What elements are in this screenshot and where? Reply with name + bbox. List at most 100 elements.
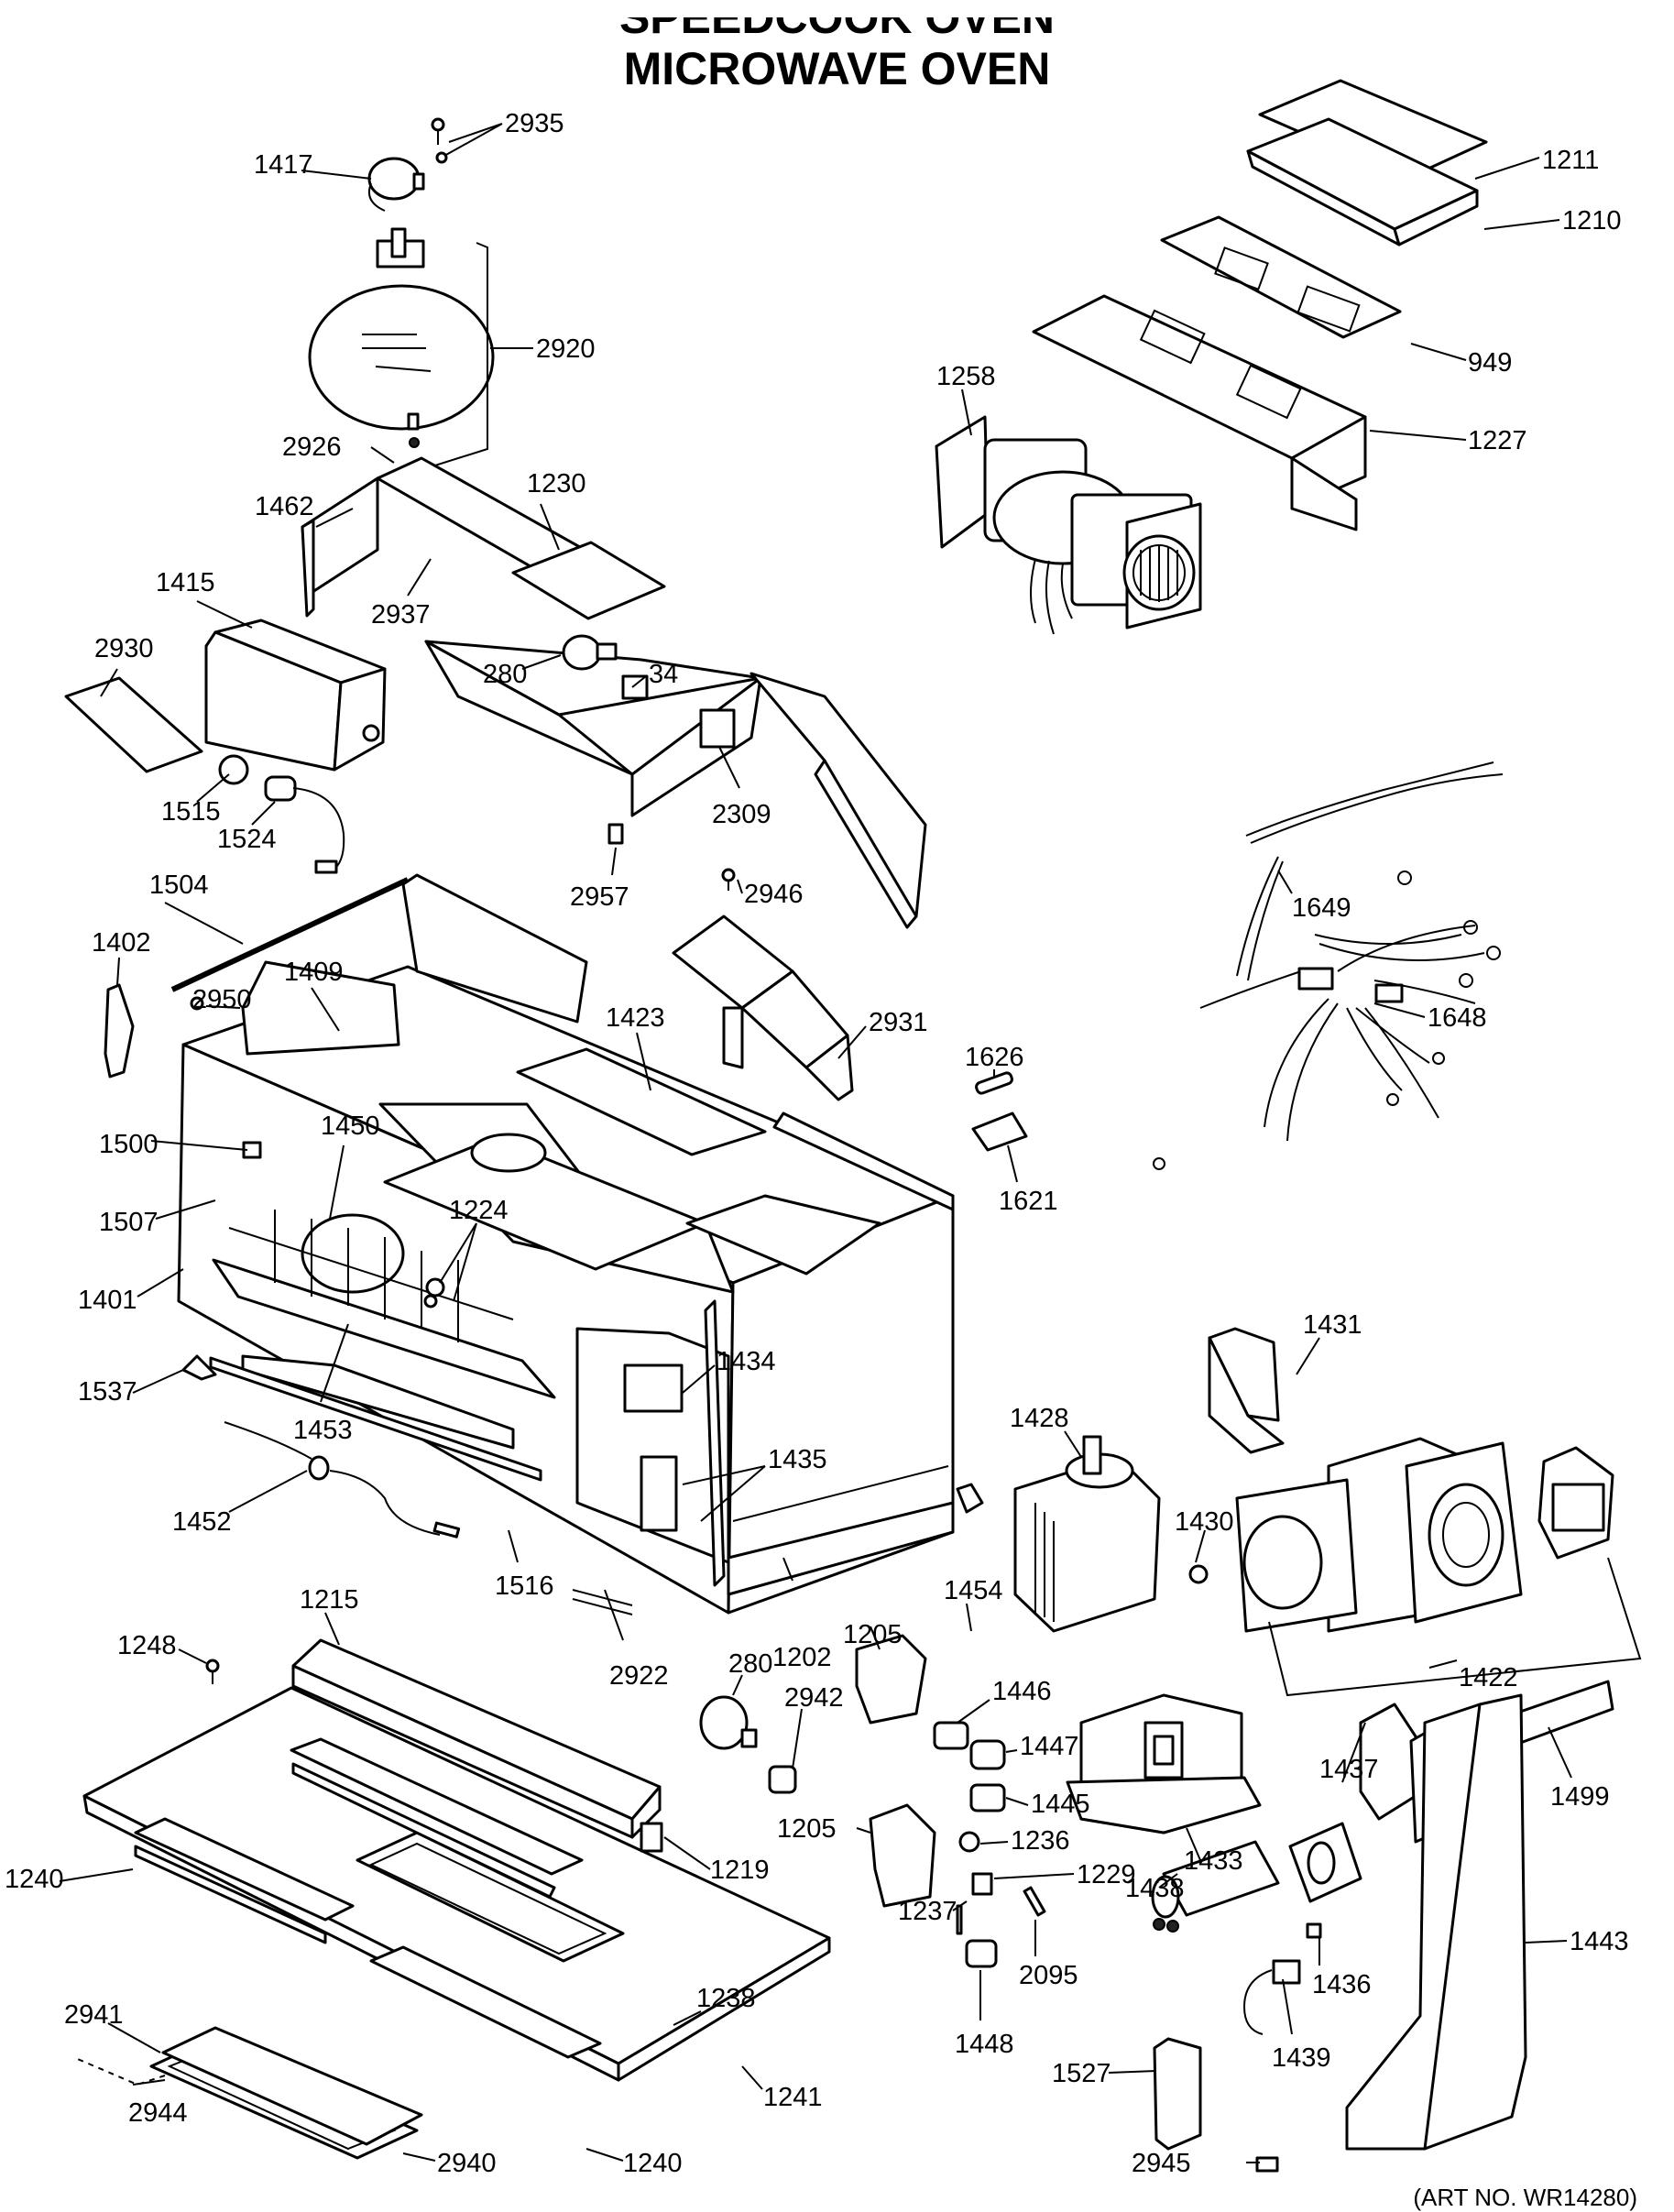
diagram-title: SPEEDCOOK OVEN MICROWAVE OVEN bbox=[0, 0, 1674, 92]
oven-cavity bbox=[177, 873, 955, 1615]
part-label: 2944 bbox=[128, 2098, 188, 2128]
lamp-housing bbox=[64, 619, 387, 874]
part-label: 1237 bbox=[898, 1897, 957, 1926]
part-label: 1415 bbox=[156, 568, 215, 597]
part-label: 2920 bbox=[536, 334, 596, 364]
part-label: 1438 bbox=[1125, 1874, 1185, 1903]
part-label: 1448 bbox=[955, 2030, 1014, 2059]
part-label: 1431 bbox=[1303, 1310, 1362, 1340]
part-label: 1626 bbox=[965, 1043, 1024, 1072]
part-label: 1422 bbox=[1459, 1663, 1518, 1692]
part-label: 1230 bbox=[527, 469, 586, 498]
part-label: 1211 bbox=[1542, 146, 1599, 175]
part-label: 2937 bbox=[371, 600, 431, 630]
bottom-plate bbox=[82, 1686, 831, 2082]
part-label: 1445 bbox=[1031, 1790, 1090, 1819]
part-label: 1224 bbox=[449, 1196, 509, 1225]
part-label: 1240 bbox=[5, 1865, 64, 1894]
part-label: 1417 bbox=[254, 150, 313, 180]
vent-frame-1215 bbox=[291, 1638, 662, 1839]
part-label: 1537 bbox=[78, 1377, 137, 1407]
part-label: 2945 bbox=[1132, 2149, 1191, 2178]
blower-fan-assembly bbox=[1208, 1327, 1642, 1697]
part-label: 1437 bbox=[1319, 1755, 1379, 1784]
part-label: 2950 bbox=[192, 985, 252, 1014]
part-label: 1450 bbox=[321, 1111, 380, 1141]
capacitor-and-diode bbox=[1151, 1693, 1527, 2173]
part-label: 2926 bbox=[282, 433, 342, 462]
part-label: 1452 bbox=[172, 1507, 232, 1537]
title-line-2: MICROWAVE OVEN bbox=[623, 43, 1051, 94]
grease-filter bbox=[149, 2026, 423, 2160]
part-label: 1499 bbox=[1550, 1782, 1610, 1812]
part-label: 1240 bbox=[623, 2149, 683, 2178]
part-label: 949 bbox=[1468, 348, 1512, 378]
left-small-parts bbox=[104, 877, 633, 1615]
magnetron bbox=[1013, 1435, 1209, 1633]
part-label: 1527 bbox=[1052, 2059, 1111, 2088]
part-label: 1500 bbox=[99, 1130, 159, 1159]
part-label: 1409 bbox=[284, 958, 344, 987]
part-label: 1649 bbox=[1292, 893, 1351, 923]
wire-harness bbox=[1153, 761, 1504, 1170]
part-label: 2935 bbox=[505, 109, 564, 138]
turntable-motor-group bbox=[308, 117, 495, 470]
part-label: 1507 bbox=[99, 1208, 159, 1237]
part-label: 1202 bbox=[772, 1643, 832, 1672]
part-label: 1238 bbox=[696, 1984, 756, 2013]
part-label: 1435 bbox=[768, 1445, 827, 1474]
part-label: 1215 bbox=[300, 1585, 359, 1615]
part-label: 1453 bbox=[293, 1416, 353, 1445]
part-label: 1210 bbox=[1562, 206, 1622, 235]
part-label: 2095 bbox=[1019, 1961, 1078, 1990]
part-label: 2941 bbox=[64, 2000, 124, 2030]
part-label: 1648 bbox=[1428, 1003, 1487, 1033]
part-label: 1428 bbox=[1010, 1404, 1069, 1433]
part-labels: 2935 1417 2920 2926 1211 1210 949 1227 1… bbox=[5, 109, 1629, 2178]
part-label: 2940 bbox=[437, 2149, 497, 2178]
part-label: 1219 bbox=[710, 1856, 770, 1885]
top-vent-plates bbox=[1032, 79, 1488, 531]
part-label: 280 bbox=[728, 1649, 772, 1679]
part-label: 1258 bbox=[936, 362, 996, 391]
vent-blower bbox=[935, 415, 1202, 635]
part-label: 1462 bbox=[255, 492, 314, 521]
top-inner-bracket bbox=[301, 456, 927, 929]
part-label: 1227 bbox=[1468, 426, 1527, 455]
part-label: 2309 bbox=[712, 800, 771, 829]
part-label: 1447 bbox=[1020, 1732, 1079, 1761]
part-label: 2957 bbox=[570, 882, 629, 912]
part-label: 2931 bbox=[869, 1008, 928, 1037]
part-label: 280 bbox=[483, 660, 527, 689]
part-label: 1436 bbox=[1312, 1970, 1372, 1999]
light-and-switch-parts bbox=[205, 1483, 1046, 1968]
part-label: 1205 bbox=[843, 1620, 903, 1649]
part-label: 1241 bbox=[763, 2083, 823, 2112]
part-label: 1434 bbox=[717, 1347, 776, 1376]
part-label: 1516 bbox=[495, 1571, 554, 1601]
part-label: 1515 bbox=[161, 797, 221, 827]
part-label: 1524 bbox=[217, 825, 277, 854]
part-label: 1229 bbox=[1077, 1860, 1136, 1889]
part-label: 2930 bbox=[94, 634, 154, 663]
part-label: 1454 bbox=[944, 1576, 1003, 1605]
part-label: 1504 bbox=[149, 871, 209, 900]
art-number-note: (ART NO. WR14280) bbox=[1413, 2184, 1637, 2211]
part-label: 2946 bbox=[744, 880, 804, 909]
leader-lines bbox=[59, 123, 1572, 2163]
part-label: 1423 bbox=[606, 1003, 665, 1033]
title-line-1: SPEEDCOOK OVEN bbox=[618, 0, 1056, 43]
part-label: 1205 bbox=[777, 1814, 837, 1844]
part-label: 2942 bbox=[784, 1683, 844, 1713]
part-label: 2922 bbox=[609, 1661, 669, 1691]
part-label: 1443 bbox=[1570, 1927, 1629, 1956]
part-label: 1430 bbox=[1175, 1507, 1234, 1537]
fuse-holder bbox=[971, 1071, 1028, 1152]
part-label: 1402 bbox=[92, 928, 151, 958]
part-label: 1439 bbox=[1272, 2043, 1331, 2073]
part-label: 1401 bbox=[78, 1286, 137, 1315]
part-label: 34 bbox=[649, 660, 678, 689]
part-label: 1236 bbox=[1011, 1826, 1070, 1856]
part-label: 1433 bbox=[1184, 1846, 1243, 1876]
